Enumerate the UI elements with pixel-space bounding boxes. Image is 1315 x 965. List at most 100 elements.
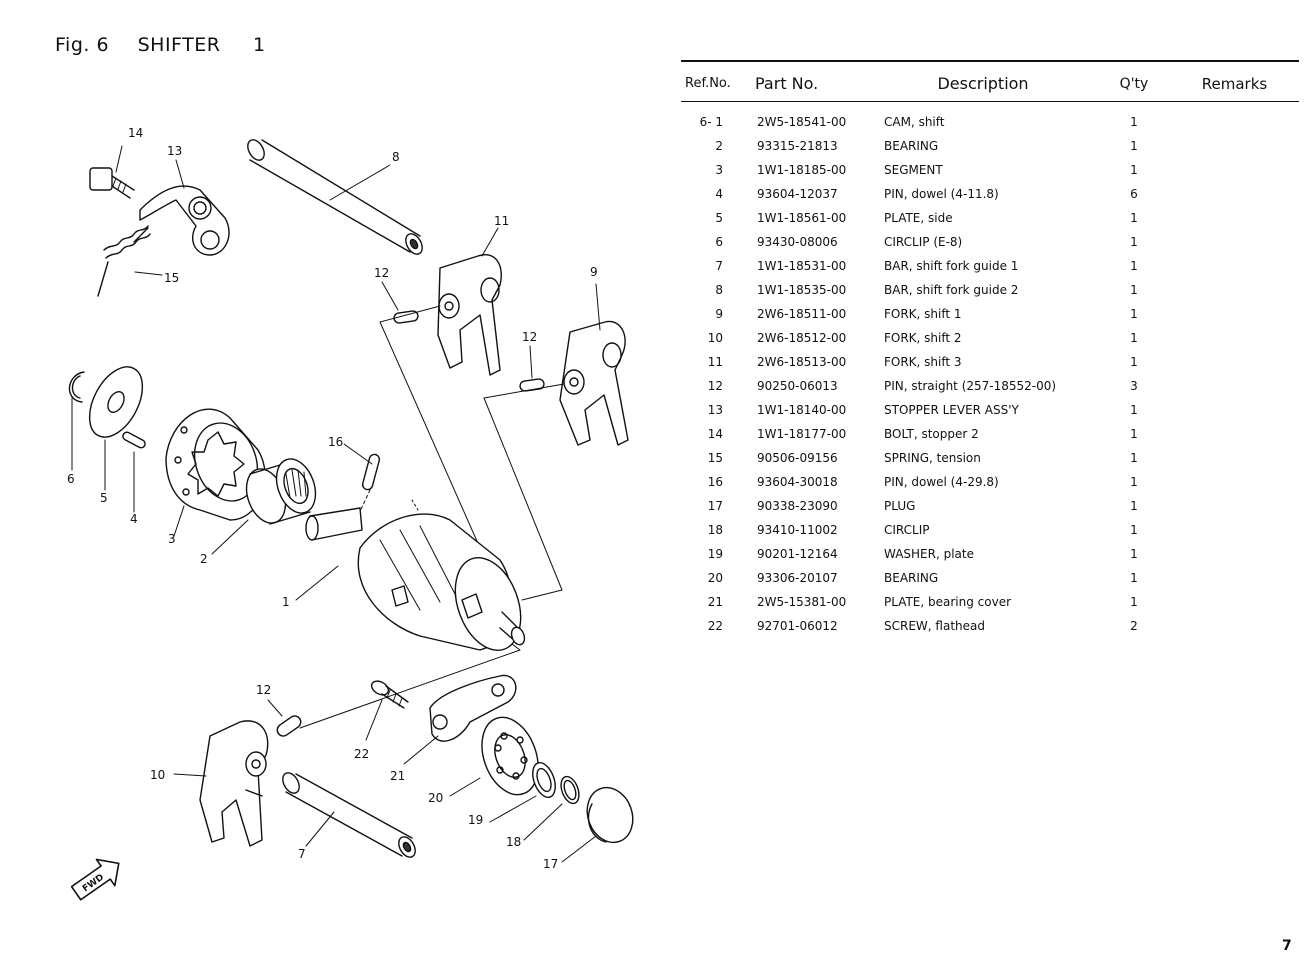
cell-ref-no: 6- 1 (699, 115, 723, 129)
cell-remarks (1170, 254, 1299, 278)
cell-description: STOPPER LEVER ASS'Y (884, 403, 1019, 417)
cell-remarks (1170, 422, 1299, 446)
cell-remarks (1170, 230, 1299, 254)
cell-remarks (1170, 446, 1299, 470)
callout-1: 1 (282, 595, 290, 609)
cell-part-no: 2W6-18512-00 (757, 331, 847, 345)
forward-direction-icon: FWD (70, 858, 120, 901)
cell-description: FORK, shift 3 (884, 355, 962, 369)
cell-quantity: 1 (1130, 115, 1138, 129)
callout-22: 22 (354, 747, 369, 761)
cell-description: BOLT, stopper 2 (884, 427, 979, 441)
cell-description: PLATE, bearing cover (884, 595, 1012, 609)
cell-quantity: 1 (1130, 355, 1138, 369)
cell-part-no: 93315-21813 (757, 139, 838, 153)
header-description: Description (868, 60, 1098, 102)
cell-ref-no: 4 (715, 187, 723, 201)
callout-12-upper: 12 (374, 266, 389, 280)
cell-part-no: 93604-12037 (757, 187, 838, 201)
cell-part-no: 90250-06013 (757, 379, 838, 393)
callout-8: 8 (392, 150, 400, 164)
cell-remarks (1170, 494, 1299, 518)
cell-remarks (1170, 398, 1299, 422)
header-part-no: Part No. (745, 60, 868, 102)
flathead-screw-drawing (370, 680, 409, 709)
callout-4: 4 (130, 512, 138, 526)
cell-ref-no: 15 (707, 451, 723, 465)
callout-15: 15 (164, 271, 179, 285)
cell-description: WASHER, plate (884, 547, 974, 561)
cell-quantity: 1 (1130, 163, 1138, 177)
table-header-row: Ref.No. Part No. Description Q'ty Remark… (681, 60, 1299, 102)
cell-ref-no: 18 (707, 523, 723, 537)
exploded-parts-diagram: FWD 1 2 3 4 5 6 7 8 9 10 11 12 12 12 13 … (67, 126, 634, 901)
cell-quantity: 1 (1130, 283, 1138, 297)
cell-ref-no: 5 (715, 211, 723, 225)
figure-number: Fig. 6 (55, 34, 110, 56)
cell-description: BAR, shift fork guide 1 (884, 259, 1019, 273)
callout-17: 17 (543, 857, 558, 871)
cell-remarks (1170, 350, 1299, 374)
cell-description: PLUG (884, 499, 916, 513)
shift-fork-2-drawing (199, 720, 269, 847)
cell-remarks (1170, 182, 1299, 206)
cell-quantity: 1 (1130, 211, 1138, 225)
cell-part-no: 1W1-18177-00 (757, 427, 847, 441)
callout-12-right: 12 (522, 330, 537, 344)
callout-11: 11 (494, 214, 509, 228)
washer-circlip-plug-drawing (532, 762, 634, 844)
cell-part-no: 2W5-18541-00 (757, 115, 847, 129)
cell-quantity: 1 (1130, 331, 1138, 345)
cell-description: CIRCLIP (E-8) (884, 235, 963, 249)
cell-part-no: 90338-23090 (757, 499, 838, 513)
cell-ref-no: 7 (715, 259, 723, 273)
guide-bar-2-drawing (247, 139, 423, 255)
dowel-pin-16-drawing (361, 453, 381, 491)
cell-description: BAR, shift fork guide 2 (884, 283, 1019, 297)
cell-quantity: 2 (1130, 619, 1138, 633)
needle-bearing-drawing (245, 458, 317, 525)
callout-9: 9 (590, 265, 598, 279)
cell-ref-no: 17 (707, 499, 723, 513)
header-quantity: Q'ty (1098, 60, 1170, 102)
cell-quantity: 1 (1130, 571, 1138, 585)
cell-remarks (1170, 590, 1299, 614)
cell-quantity: 1 (1130, 427, 1138, 441)
callout-14: 14 (128, 126, 143, 140)
cell-ref-no: 12 (707, 379, 723, 393)
cell-remarks (1170, 518, 1299, 542)
cell-ref-no: 11 (707, 355, 723, 369)
cell-quantity: 1 (1130, 235, 1138, 249)
header-remarks: Remarks (1170, 60, 1299, 102)
callout-16: 16 (328, 435, 343, 449)
callout-7: 7 (298, 847, 306, 861)
cell-ref-no: 19 (707, 547, 723, 561)
cell-description: SCREW, flathead (884, 619, 985, 633)
cell-remarks (1170, 566, 1299, 590)
cell-remarks (1170, 614, 1299, 638)
side-plate-group-drawing (68, 366, 146, 449)
cell-ref-no: 3 (715, 163, 723, 177)
cell-description: BEARING (884, 571, 939, 585)
shift-fork-1-drawing (559, 320, 629, 446)
guide-bar-1-drawing (282, 772, 416, 858)
cell-part-no: 93430-08006 (757, 235, 838, 249)
cell-quantity: 1 (1130, 139, 1138, 153)
callout-6: 6 (67, 472, 75, 486)
figure-sheet: 1 (253, 34, 266, 56)
cell-part-no: 93604-30018 (757, 475, 838, 489)
page-number: 7 (1282, 938, 1292, 954)
cell-remarks (1170, 374, 1299, 398)
cell-quantity: 1 (1130, 403, 1138, 417)
cell-ref-no: 14 (707, 427, 723, 441)
callout-3: 3 (168, 532, 176, 546)
